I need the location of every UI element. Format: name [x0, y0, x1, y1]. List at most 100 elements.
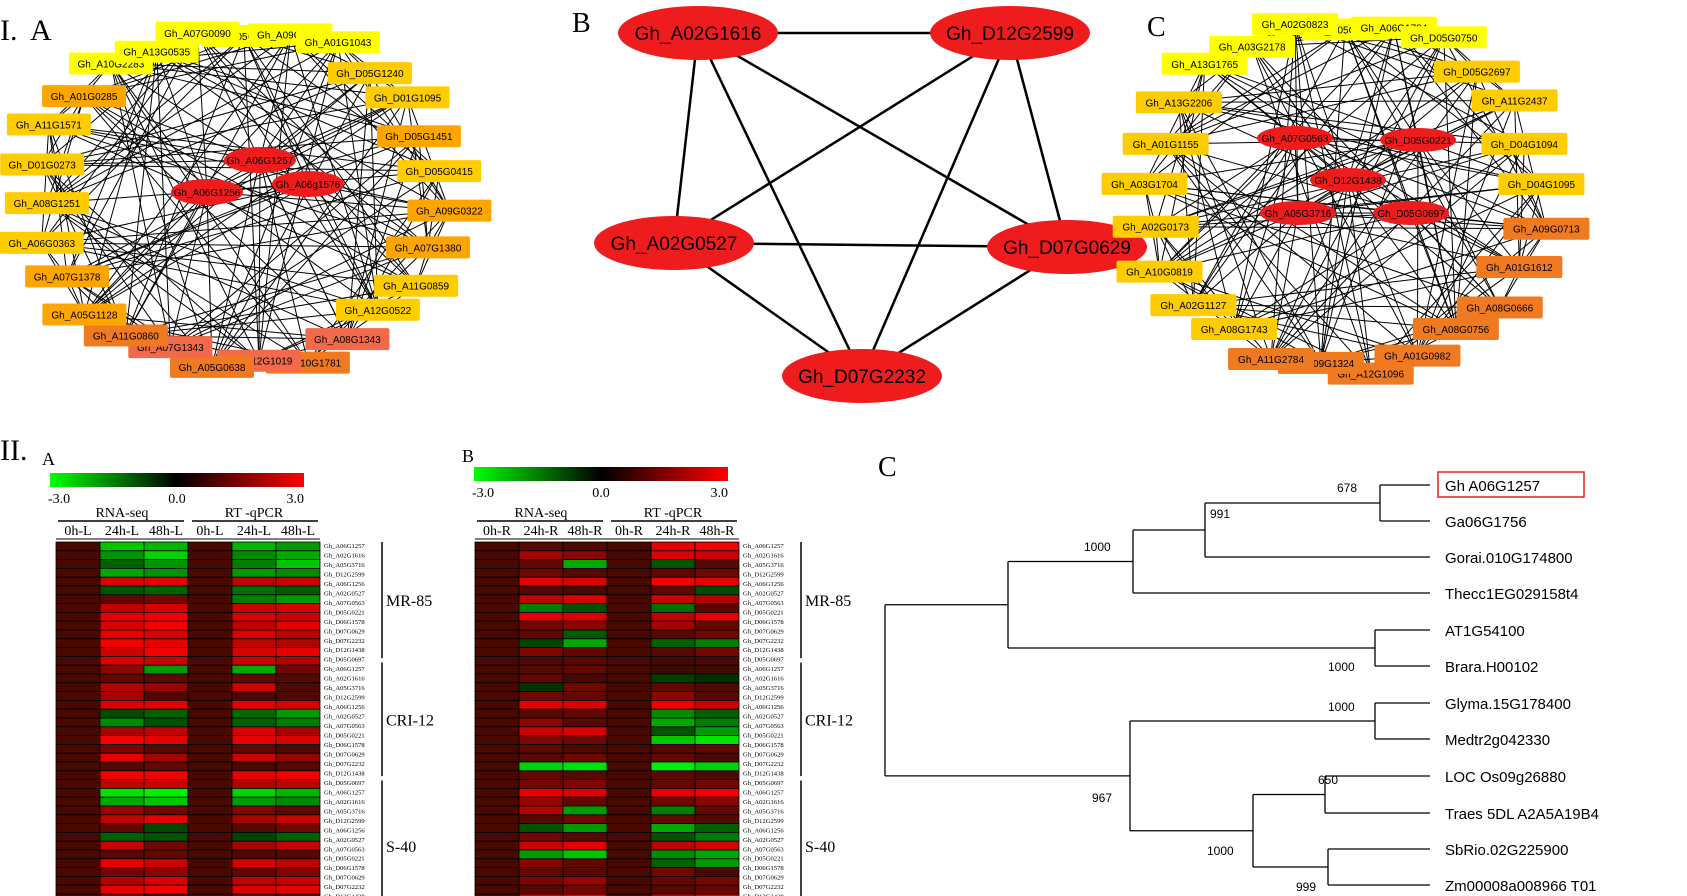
- network-edge: [156, 51, 420, 137]
- heatmap-cell: [143, 884, 189, 895]
- heatmap-cell: [55, 832, 101, 842]
- heatmap-cell: [275, 779, 321, 789]
- section-1-label: I.: [0, 14, 18, 47]
- network-edge: [211, 159, 261, 368]
- heatmap-cell: [187, 647, 233, 657]
- gene-node-label: Gh_A01G1155: [1133, 140, 1199, 151]
- heatmap-cell: [55, 858, 101, 868]
- heatmap-cell: [694, 814, 740, 824]
- network-edge: [1294, 24, 1322, 363]
- panel-2a-label: A: [42, 449, 55, 469]
- heatmap-cell: [275, 691, 321, 701]
- network-edge: [170, 210, 450, 348]
- heatmap-cell: [231, 673, 277, 684]
- panel-1c-label: C: [1147, 12, 1166, 43]
- network-edge: [110, 63, 260, 361]
- heatmap-cell: [474, 849, 520, 860]
- heatmap-cell: [99, 884, 145, 895]
- heatmap-cell: [694, 779, 740, 789]
- gene-node-label: Gh_A01G1043: [305, 38, 372, 49]
- network-edge: [1270, 179, 1349, 360]
- heatmap-cell: [143, 770, 189, 780]
- heatmap-cell: [694, 840, 740, 851]
- heatmap-cell: [694, 664, 740, 675]
- heatmap-cell: [275, 568, 321, 578]
- heatmap-cell: [650, 796, 696, 807]
- gene-node-label: Gh_A11G2784: [1238, 355, 1304, 366]
- panel-1b-label: B: [572, 8, 591, 39]
- heatmap-cell: [474, 568, 520, 578]
- tree-leaf-label: Thecc1EG029158t4: [1445, 586, 1578, 603]
- row-label: Gh_A02G1616: [743, 552, 784, 559]
- heatmap-cell: [187, 805, 233, 816]
- heatmap-cell: [187, 849, 233, 860]
- column-label: 24h-L: [105, 524, 139, 539]
- heatmap-cell: [231, 752, 277, 763]
- heatmap-cell: [275, 550, 321, 560]
- heatmap-cell: [55, 717, 101, 728]
- network-panel-c: Gh_D05G2005Gh_A06G1784Gh_D05G0750Gh_D05G…: [1101, 13, 1590, 385]
- bootstrap-value: 678: [1337, 481, 1357, 495]
- heatmap-cell: [474, 594, 520, 604]
- network-edge: [41, 124, 50, 243]
- network-edge: [110, 63, 208, 193]
- heatmap-cell: [518, 541, 564, 552]
- gene-node: [1101, 172, 1188, 195]
- heatmap-cell: [99, 585, 145, 596]
- color-scale-bar: [474, 467, 728, 481]
- panel-1a-label: A: [30, 14, 52, 47]
- network-edge: [125, 51, 158, 336]
- network-edge: [46, 202, 309, 364]
- gene-node-label: Gh_D05G2005: [1311, 25, 1379, 36]
- heatmap-cell: [275, 893, 321, 896]
- heatmap-cell: [694, 735, 740, 745]
- gene-node: [1150, 294, 1237, 317]
- row-label: Gh_D07G2232: [324, 761, 365, 768]
- hub-gene-label: Gh_D07G2232: [798, 367, 926, 388]
- heatmap-cell: [187, 682, 233, 692]
- gene-node: [1433, 60, 1520, 83]
- row-label: Gh_A05G3716: [324, 685, 365, 692]
- hub-gene-label: Gh_A06g1576: [276, 180, 341, 191]
- row-label: Gh_A05G3716: [743, 685, 784, 692]
- heatmap-cell: [474, 541, 520, 552]
- heatmap-cell: [562, 585, 608, 596]
- network-edge: [1178, 101, 1525, 145]
- cultivar-label: MR-85: [805, 593, 851, 610]
- heatmap-cell: [275, 876, 321, 886]
- heatmap-cell: [187, 814, 233, 824]
- network-edge: [110, 63, 213, 368]
- heatmap-cell: [518, 700, 564, 710]
- heatmap-cell: [187, 700, 233, 710]
- heatmap-cell: [231, 656, 277, 666]
- network-edge: [1204, 63, 1542, 185]
- network-edge: [259, 41, 339, 161]
- network-edge: [197, 32, 429, 248]
- heatmap-cell: [562, 832, 608, 842]
- network-edge: [169, 191, 208, 348]
- heatmap-cell: [650, 849, 696, 860]
- column-label: 48h-R: [568, 524, 604, 539]
- heatmap-cell: [143, 779, 189, 789]
- heatmap-cell: [562, 647, 608, 657]
- group-label: RT -qPCR: [225, 506, 284, 521]
- heatmap-cell: [474, 647, 520, 657]
- heatmap-cell: [606, 682, 652, 692]
- scale-max-label: 3.0: [711, 486, 729, 501]
- heatmap-cell: [231, 779, 277, 789]
- network-edge: [83, 95, 379, 311]
- heatmap-cell: [275, 708, 321, 719]
- row-label: Gh_A02G1616: [324, 676, 365, 683]
- heatmap-cell: [143, 823, 189, 833]
- network-edge: [84, 41, 339, 315]
- network-edge: [1159, 36, 1445, 273]
- heatmap-cell: [518, 708, 564, 719]
- heatmap-cell: [187, 788, 233, 798]
- gene-node-label: Gh_A08G1251: [14, 199, 81, 210]
- heatmap-cell: [606, 726, 652, 736]
- network-edge: [1233, 24, 1296, 330]
- heatmap-cell: [143, 832, 189, 842]
- network-edge: [41, 210, 450, 244]
- network-edge: [66, 135, 420, 277]
